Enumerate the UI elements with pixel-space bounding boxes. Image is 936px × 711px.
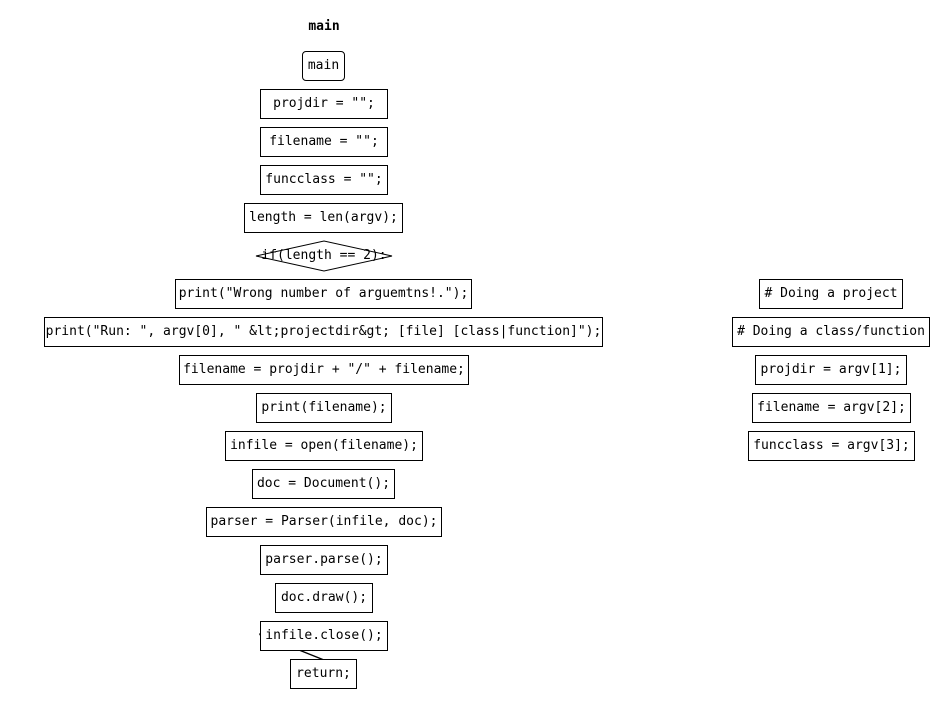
diagram-title: main — [308, 19, 340, 34]
condition-label: if(length == 2): — [261, 248, 387, 263]
node-parse: parser.parse(); — [260, 545, 388, 575]
node-print-filename: print(filename); — [256, 393, 392, 423]
node-length: length = len(argv); — [244, 203, 403, 233]
node-open-file: infile = open(filename); — [225, 431, 423, 461]
node-return: return; — [290, 659, 357, 689]
side-node-project-comment: # Doing a project — [759, 279, 903, 309]
node-filename-init: filename = ""; — [260, 127, 388, 157]
start-node: main — [302, 51, 345, 81]
side-node-class-comment: # Doing a class/function — [732, 317, 930, 347]
node-funcclass-init: funcclass = ""; — [260, 165, 388, 195]
side-node-projdir: projdir = argv[1]; — [755, 355, 907, 385]
node-projdir-init: projdir = ""; — [260, 89, 388, 119]
node-parser: parser = Parser(infile, doc); — [206, 507, 442, 537]
node-print-wrong-args: print("Wrong number of arguemtns!."); — [175, 279, 472, 309]
node-print-usage: print("Run: ", argv[0], " &lt;projectdir… — [44, 317, 603, 347]
condition-diamond — [255, 240, 393, 272]
side-node-filename: filename = argv[2]; — [752, 393, 911, 423]
node-document: doc = Document(); — [252, 469, 395, 499]
node-filename-join: filename = projdir + "/" + filename; — [179, 355, 469, 385]
side-node-funcclass: funcclass = argv[3]; — [748, 431, 915, 461]
node-draw: doc.draw(); — [275, 583, 373, 613]
node-close-file: infile.close(); — [260, 621, 388, 651]
